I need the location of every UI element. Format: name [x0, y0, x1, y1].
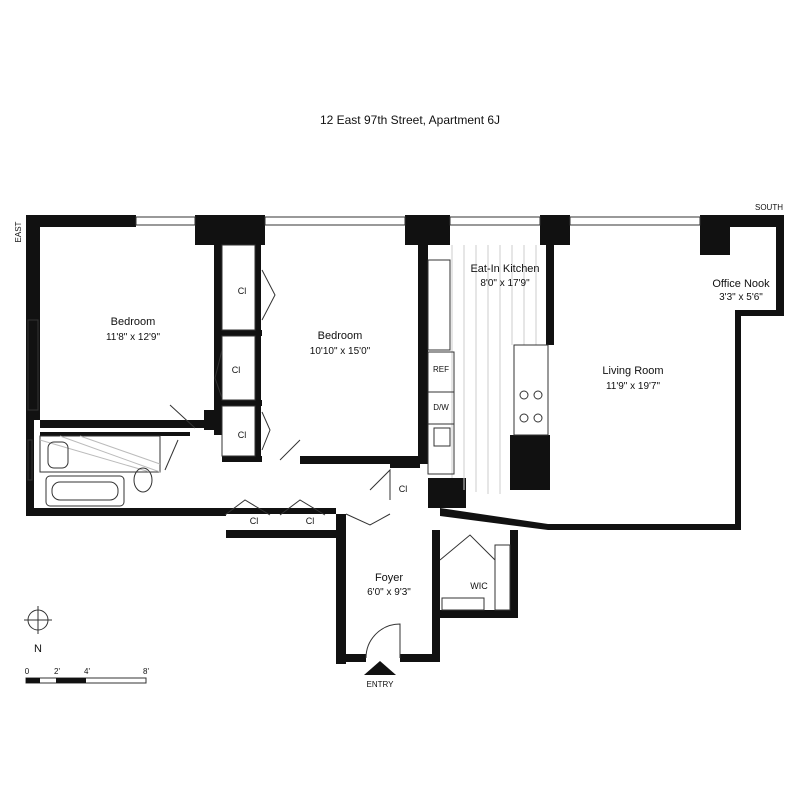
room-dimension: 10'10" x 15'0"	[310, 346, 371, 357]
room-name: Living Room	[602, 365, 663, 377]
walls	[26, 215, 784, 664]
burner-icon	[533, 390, 543, 400]
plan-title: 12 East 97th Street, Apartment 6J	[320, 113, 500, 127]
room-dimension: 3'3" x 5'6"	[719, 292, 763, 303]
scale-tick: 0	[25, 667, 30, 676]
closet-label: Cl	[399, 484, 408, 494]
room-dimension: 11'9" x 19'7"	[606, 381, 661, 392]
closet-label: Cl	[250, 516, 259, 526]
closet-label: Cl	[306, 516, 315, 526]
room-name: WIC	[470, 581, 488, 591]
room-name: Bedroom	[318, 330, 363, 342]
windows	[27, 216, 701, 481]
entry-label: ENTRY	[367, 680, 395, 689]
kitchen-fixtures	[427, 259, 549, 475]
scale-tick: 8'	[143, 667, 149, 676]
kitchen-sink-icon	[433, 427, 451, 447]
room-name: Eat-In Kitchen	[470, 263, 539, 275]
entry-door	[365, 623, 401, 659]
scale-bar: 0 2' 4' 8'	[25, 667, 149, 684]
kitchen-floor	[451, 245, 537, 494]
sink-icon	[47, 441, 69, 469]
east-label: EAST	[14, 221, 23, 242]
room-dimension: 11'8" x 12'9"	[106, 332, 161, 343]
room-name: Bedroom	[111, 316, 156, 328]
closet-label: Cl	[238, 430, 247, 440]
appliance-label: D/W	[433, 403, 449, 412]
north-label: N	[34, 643, 42, 655]
south-label: SOUTH	[755, 203, 783, 212]
closet-label: Cl	[232, 365, 241, 375]
room-dimension: 6'0" x 9'3"	[367, 587, 411, 598]
scale-tick: 2'	[54, 667, 60, 676]
bathroom	[39, 435, 161, 507]
entry-arrow-icon	[364, 661, 396, 675]
burner-icon	[519, 413, 529, 423]
burner-icon	[519, 390, 529, 400]
toilet-icon	[133, 467, 153, 493]
compass-icon	[24, 606, 52, 634]
room-labels: Bedroom 11'8" x 12'9" Bedroom 10'10" x 1…	[106, 263, 770, 598]
burner-icon	[533, 413, 543, 423]
doors	[164, 269, 511, 659]
scale-tick: 4'	[84, 667, 90, 676]
room-name: Office Nook	[712, 278, 770, 290]
closet-label: Cl	[238, 286, 247, 296]
room-name: Foyer	[375, 572, 403, 584]
closet-boxes	[221, 244, 256, 457]
room-dimension: 8'0" x 17'9"	[480, 278, 530, 289]
appliance-label: REF	[433, 365, 449, 374]
